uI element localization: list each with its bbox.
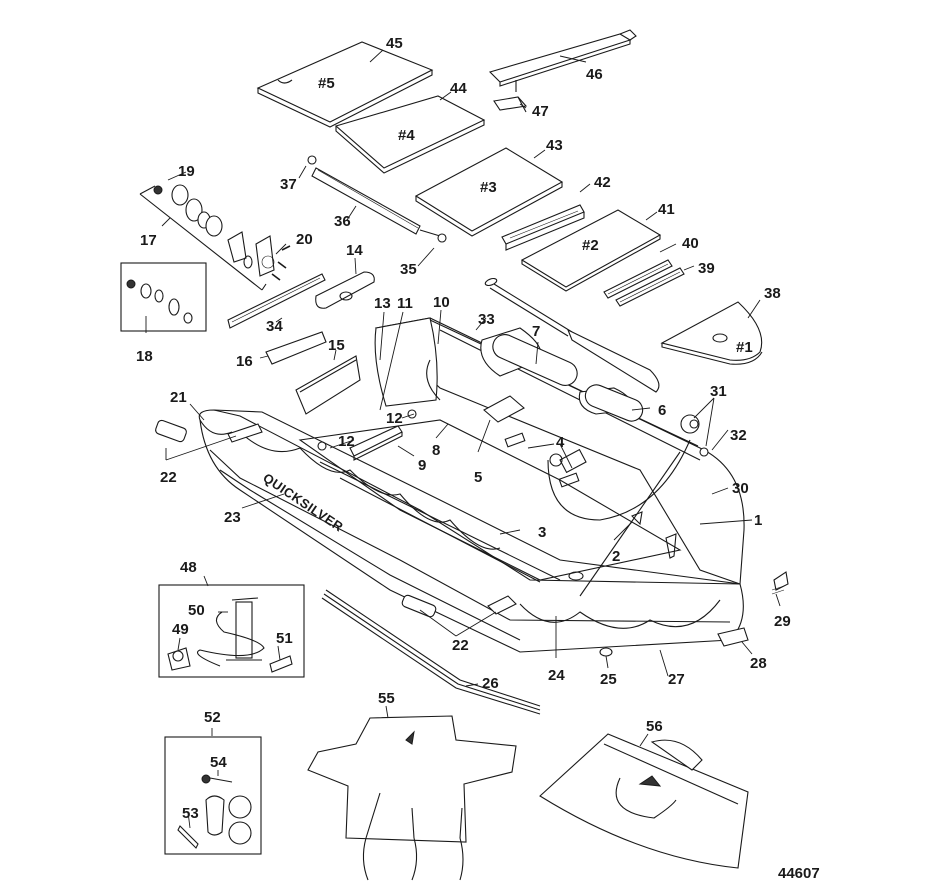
seat-2-label: #2 <box>582 237 599 254</box>
patch-6[interactable] <box>582 382 646 425</box>
callout-40: 40 <box>682 235 699 252</box>
callout-5: 5 <box>474 469 482 486</box>
stringer-42[interactable] <box>501 204 585 251</box>
callout-labels: 1 2 3 4 5 6 7 8 9 10 11 12 12 13 14 15 1… <box>136 35 791 822</box>
storage-bag[interactable] <box>539 733 749 869</box>
seat-3-label: #3 <box>480 179 497 196</box>
keel-strip[interactable] <box>321 589 541 715</box>
seat-1-board[interactable]: #1 <box>660 301 763 365</box>
callout-47: 47 <box>532 103 549 120</box>
callout-43: 43 <box>546 137 563 154</box>
callout-19: 19 <box>178 163 195 180</box>
callout-25: 25 <box>600 671 617 688</box>
callout-11: 11 <box>397 295 413 312</box>
repair-kit-box[interactable] <box>164 736 262 855</box>
boat-cover[interactable] <box>307 715 517 881</box>
callout-21: 21 <box>170 389 187 406</box>
boat-hull[interactable]: QUICKSILVER <box>198 317 749 657</box>
loose-handle-left[interactable] <box>155 419 188 443</box>
seat-5-board[interactable]: #5 <box>256 41 434 128</box>
callout-22a: 22 <box>160 469 177 486</box>
seat-clip[interactable] <box>265 331 327 365</box>
seat-bracket[interactable] <box>493 96 528 113</box>
callout-44: 44 <box>450 80 467 97</box>
callout-35: 35 <box>400 261 417 278</box>
stringer-40[interactable] <box>603 259 673 299</box>
seat-3-board[interactable]: #3 <box>414 147 564 237</box>
loose-handle-bottom[interactable] <box>401 594 437 618</box>
pump-kit-box[interactable] <box>158 584 305 678</box>
seat-4-board[interactable]: #4 <box>334 95 486 174</box>
transom-rail[interactable] <box>311 167 441 237</box>
callout-3: 3 <box>538 524 546 541</box>
callout-28: 28 <box>750 655 767 672</box>
callout-16: 16 <box>236 353 253 370</box>
callout-29: 29 <box>774 613 791 630</box>
valve-kit-box[interactable] <box>120 262 207 332</box>
callout-20: 20 <box>296 231 313 248</box>
leader-lines <box>145 49 781 829</box>
decal-29[interactable] <box>771 571 789 595</box>
callout-12b: 12 <box>338 433 355 450</box>
oar-holder[interactable] <box>315 271 375 309</box>
callout-18: 18 <box>136 348 153 365</box>
end-cap-35[interactable] <box>437 233 447 243</box>
callout-27: 27 <box>668 671 685 688</box>
callout-31: 31 <box>710 383 727 400</box>
callout-41: 41 <box>658 201 675 218</box>
callout-10: 10 <box>433 294 450 311</box>
valve-assembly[interactable] <box>139 184 291 291</box>
callout-15: 15 <box>328 337 345 354</box>
callout-26: 26 <box>482 675 499 692</box>
callout-51: 51 <box>276 630 293 647</box>
callout-53: 53 <box>182 805 199 822</box>
callout-8: 8 <box>432 442 440 459</box>
callout-4: 4 <box>556 434 565 451</box>
oar[interactable] <box>484 277 660 393</box>
callout-38: 38 <box>764 285 781 302</box>
floor-pad[interactable] <box>295 355 361 415</box>
callout-45: 45 <box>386 35 403 52</box>
callout-14: 14 <box>346 242 363 259</box>
callout-6: 6 <box>658 402 666 419</box>
figure-id: 44607 <box>778 865 820 882</box>
callout-32: 32 <box>730 427 747 444</box>
callout-42: 42 <box>594 174 611 191</box>
end-cap-37[interactable] <box>307 155 317 165</box>
callout-39: 39 <box>698 260 715 277</box>
callout-13: 13 <box>374 295 391 312</box>
callout-23: 23 <box>224 509 241 526</box>
seat-4-label: #4 <box>398 127 415 144</box>
bench-seat[interactable] <box>488 29 637 92</box>
callout-30: 30 <box>732 480 749 497</box>
callout-56: 56 <box>646 718 663 735</box>
stringer-39[interactable] <box>615 267 685 307</box>
callout-37: 37 <box>280 176 297 193</box>
callout-22b: 22 <box>452 637 469 654</box>
callout-36: 36 <box>334 213 351 230</box>
callout-55: 55 <box>378 690 395 707</box>
rub-strip[interactable] <box>227 273 326 329</box>
callout-54: 54 <box>210 754 227 771</box>
seat-5-label: #5 <box>318 75 335 92</box>
callout-17: 17 <box>140 232 157 249</box>
callout-33: 33 <box>478 311 495 328</box>
callout-1: 1 <box>754 512 762 529</box>
callout-48: 48 <box>180 559 197 576</box>
callout-9: 9 <box>418 457 426 474</box>
inflation-valve[interactable] <box>680 414 709 457</box>
callout-52: 52 <box>204 709 221 726</box>
patch-7[interactable] <box>489 331 581 390</box>
callout-12a: 12 <box>386 410 403 427</box>
callout-46: 46 <box>586 66 603 83</box>
callout-7: 7 <box>532 323 540 340</box>
callout-50: 50 <box>188 602 205 619</box>
callout-34: 34 <box>266 318 283 335</box>
callout-49: 49 <box>172 621 189 638</box>
callout-2: 2 <box>612 548 620 565</box>
callout-24: 24 <box>548 667 565 684</box>
seat-2-board[interactable]: #2 <box>520 209 662 292</box>
seat-1-label: #1 <box>736 339 753 356</box>
